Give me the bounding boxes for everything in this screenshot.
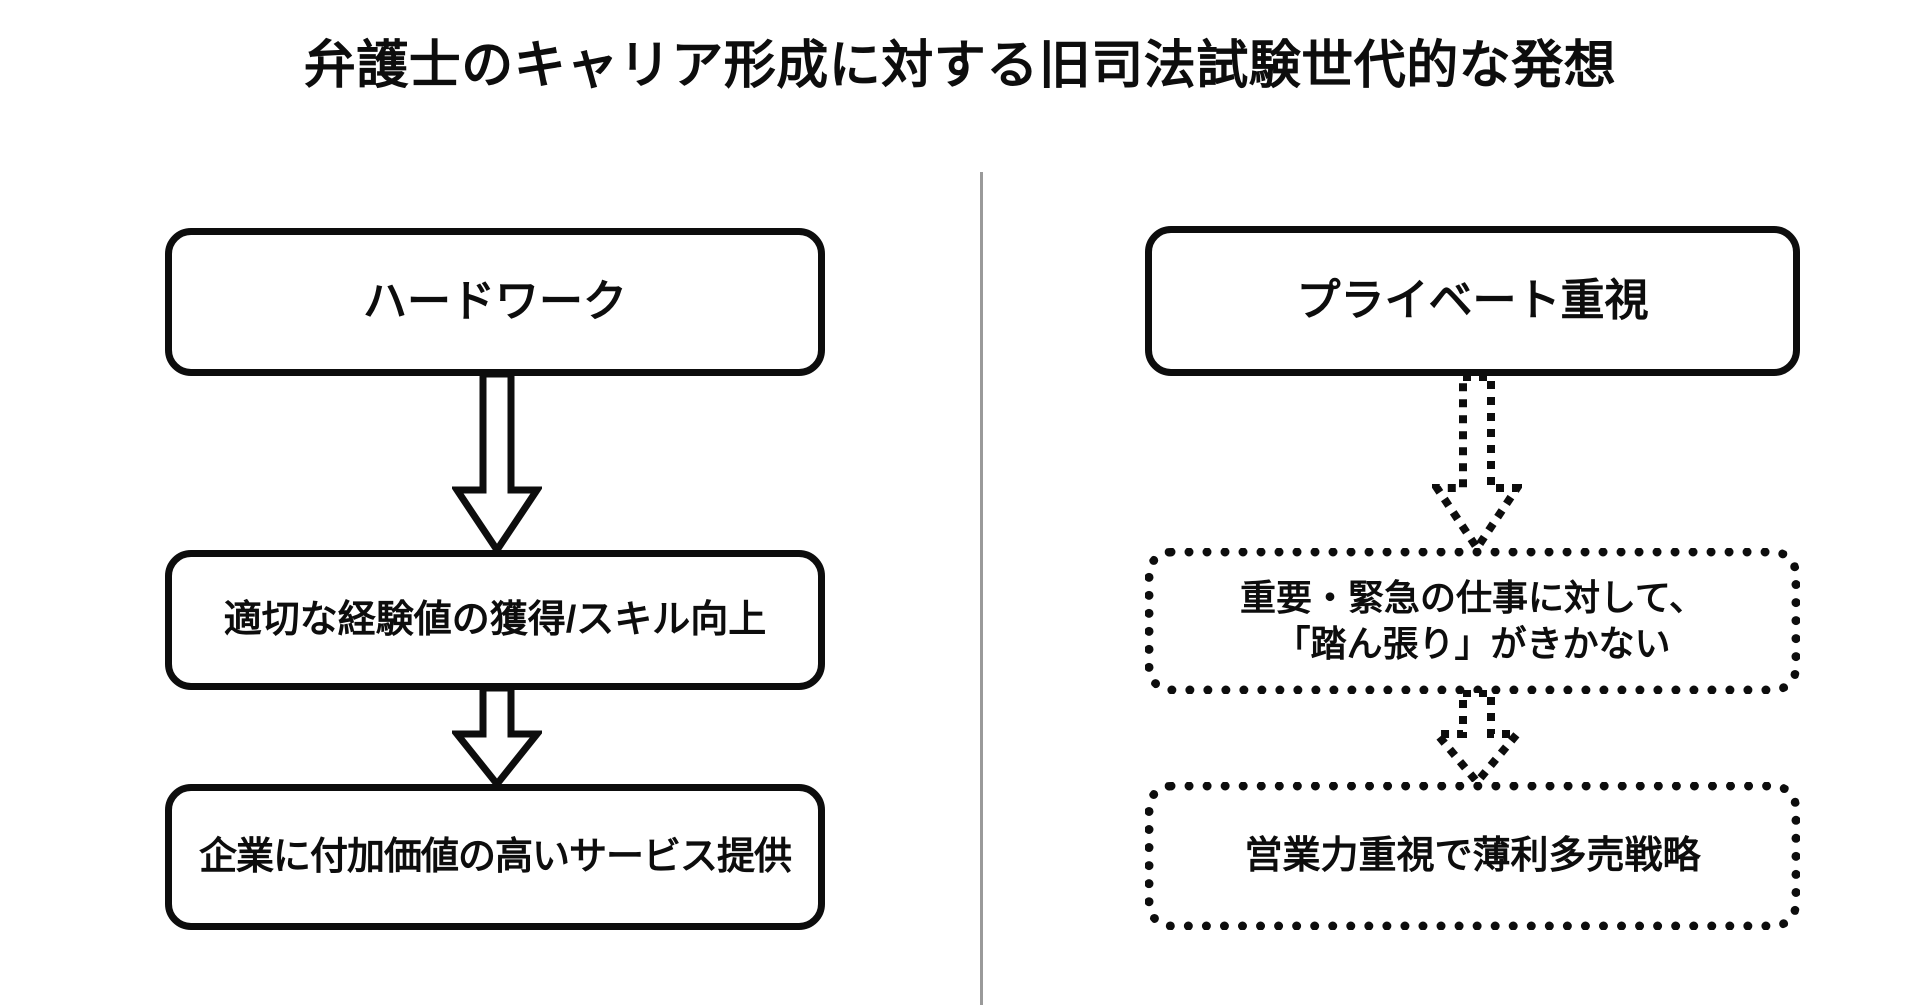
node-endurance-label-line2: 「踏ん張り」がきかない [1274,623,1671,664]
node-hardwork: ハードワーク [165,228,825,376]
arrow-endurance-to-sales [1432,690,1522,786]
node-hardwork-label: ハードワーク [363,276,627,326]
node-endurance-label: 重要・緊急の仕事に対して、 「踏ん張り」がきかない [1240,575,1705,667]
arrow-experience-to-service [452,686,542,788]
node-service: 企業に付加価値の高いサービス提供 [165,784,825,930]
node-endurance-label-line1: 重要・緊急の仕事に対して、 [1239,576,1706,618]
arrow-hardwork-to-experience [452,372,542,554]
page-title: 弁護士のキャリア形成に対する旧司法試験世代的な発想 [303,37,1617,95]
node-experience: 適切な経験値の獲得/スキル向上 [165,550,825,690]
node-endurance: 重要・緊急の仕事に対して、 「踏ん張り」がきかない [1145,548,1800,694]
arrow-private-to-endurance [1432,374,1522,552]
node-private-label: プライベート重視 [1296,275,1649,325]
node-experience-label: 適切な経験値の獲得/スキル向上 [223,598,767,641]
column-divider [980,172,983,1005]
node-service-label: 企業に付加価値の高いサービス提供 [198,835,792,878]
node-private: プライベート重視 [1145,226,1800,376]
node-sales: 営業力重視で薄利多売戦略 [1145,782,1800,930]
node-sales-label: 営業力重視で薄利多売戦略 [1244,834,1701,877]
